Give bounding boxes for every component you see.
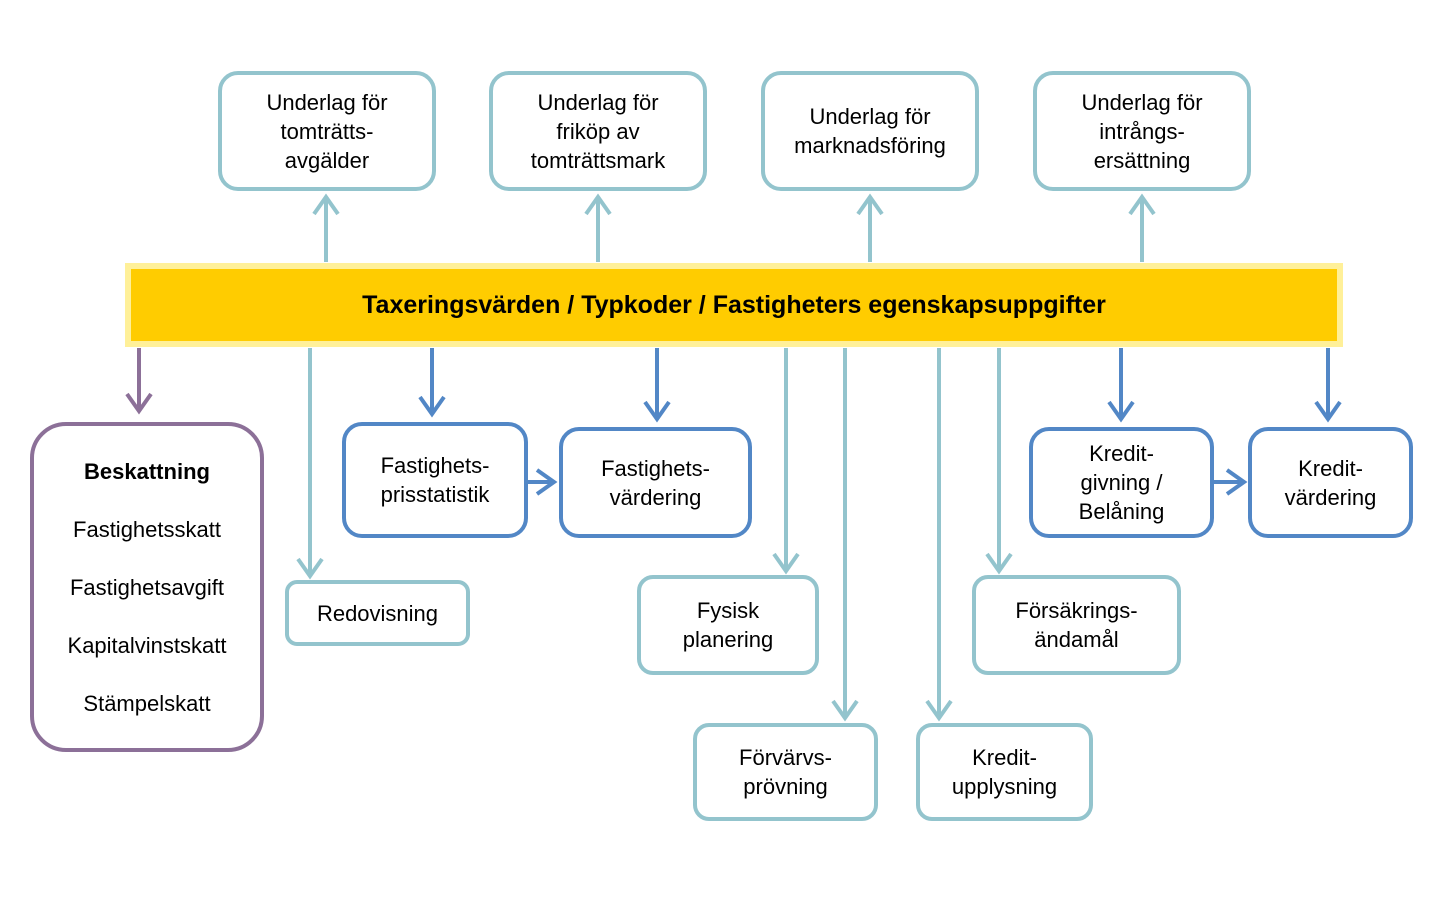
box-text-line: Försäkrings- xyxy=(1015,598,1138,623)
taxation-item: Fastighetsavgift xyxy=(69,574,225,600)
up-arrow-4-head xyxy=(1128,193,1156,216)
box-fysisk-planering: Fysisk planering xyxy=(637,575,819,675)
taxation-title: Beskattning xyxy=(84,458,210,484)
box-text-line: Förvärvs- xyxy=(739,745,832,770)
box-text-line: marknadsföring xyxy=(794,133,946,158)
box-text-line: ändamål xyxy=(1034,627,1119,652)
banner-text: Taxeringsvärden / Typkoder / Fastigheter… xyxy=(362,290,1106,319)
box-text-line: Fysisk xyxy=(696,598,760,623)
box-text-line: tomträttsmark xyxy=(530,147,666,173)
box-beskattning: Beskattning Fastighetsskatt Fastighetsav… xyxy=(30,422,264,752)
up-arrow-1-head xyxy=(312,193,340,216)
box-text-line: Underlag för xyxy=(537,89,659,115)
box-text-line: Kredit- xyxy=(972,745,1037,770)
blue-down-arrows xyxy=(418,348,1342,423)
taxation-item: Fastighetsskatt xyxy=(73,516,221,542)
box-frikop-tomrattsmark: Underlag för friköp av tomträttsmark xyxy=(489,71,707,191)
box-text-line: Fastighets- xyxy=(601,455,710,481)
box-text-line: ersättning xyxy=(1093,147,1191,173)
box-text-line: prövning xyxy=(743,774,828,799)
up-arrow-3-head xyxy=(856,193,884,216)
box-kreditvardering: Kredit- värdering xyxy=(1248,427,1413,538)
box-text-line: planering xyxy=(682,627,774,652)
box-text-line: givning / xyxy=(1080,470,1163,495)
box-text-line: avgälder xyxy=(284,147,370,173)
box-fastighetsvardering: Fastighets- värdering xyxy=(559,427,752,538)
box-kreditupplysning: Kredit- upplysning xyxy=(916,723,1093,821)
tax-arrow xyxy=(125,348,153,415)
box-text-line: Fastighets- xyxy=(380,453,490,478)
box-text-line: Redovisning xyxy=(316,600,439,626)
box-text-line: intrångs- xyxy=(1099,118,1185,144)
box-forvarvsprovning: Förvärvs- prövning xyxy=(693,723,878,821)
box-kreditgivning-belaning: Kredit- givning / Belåning xyxy=(1029,427,1214,538)
box-text-line: tomträtts- xyxy=(280,118,374,144)
box-text-line: upplysning xyxy=(951,774,1058,799)
taxation-item: Stämpelskatt xyxy=(83,690,211,716)
box-text-line: prisstatistik xyxy=(380,482,490,507)
up-arrow-2-head xyxy=(584,193,612,216)
box-forsakringsandamal: Försäkrings- ändamål xyxy=(972,575,1181,675)
box-text-line: Kredit- xyxy=(1089,441,1154,466)
teal-down-arrows xyxy=(296,348,1013,722)
box-fastighetsprisstatistik: Fastighets- prisstatistik xyxy=(342,422,528,538)
box-redovisning: Redovisning xyxy=(285,580,470,646)
box-text-line: Underlag för xyxy=(1081,89,1203,115)
box-text-line: värdering xyxy=(609,484,702,510)
box-text-line: friköp av xyxy=(556,118,640,144)
box-intrangsersattning: Underlag för intrångs- ersättning xyxy=(1033,71,1251,191)
box-text-line: Belåning xyxy=(1078,499,1165,524)
box-text-line: värdering xyxy=(1284,484,1377,510)
taxation-item: Kapitalvinstskatt xyxy=(67,632,227,658)
blue-horizontal-arrows xyxy=(528,468,1248,496)
box-tomtrattsavgalder: Underlag för tomträtts- avgälder xyxy=(218,71,436,191)
box-text-line: Underlag för xyxy=(809,104,931,129)
box-text-line: Underlag för xyxy=(266,89,388,115)
up-arrows xyxy=(312,193,1156,262)
box-marknadsforing: Underlag för marknadsföring xyxy=(761,71,979,191)
box-text-line: Kredit- xyxy=(1298,455,1363,481)
central-banner: Taxeringsvärden / Typkoder / Fastigheter… xyxy=(125,263,1343,347)
